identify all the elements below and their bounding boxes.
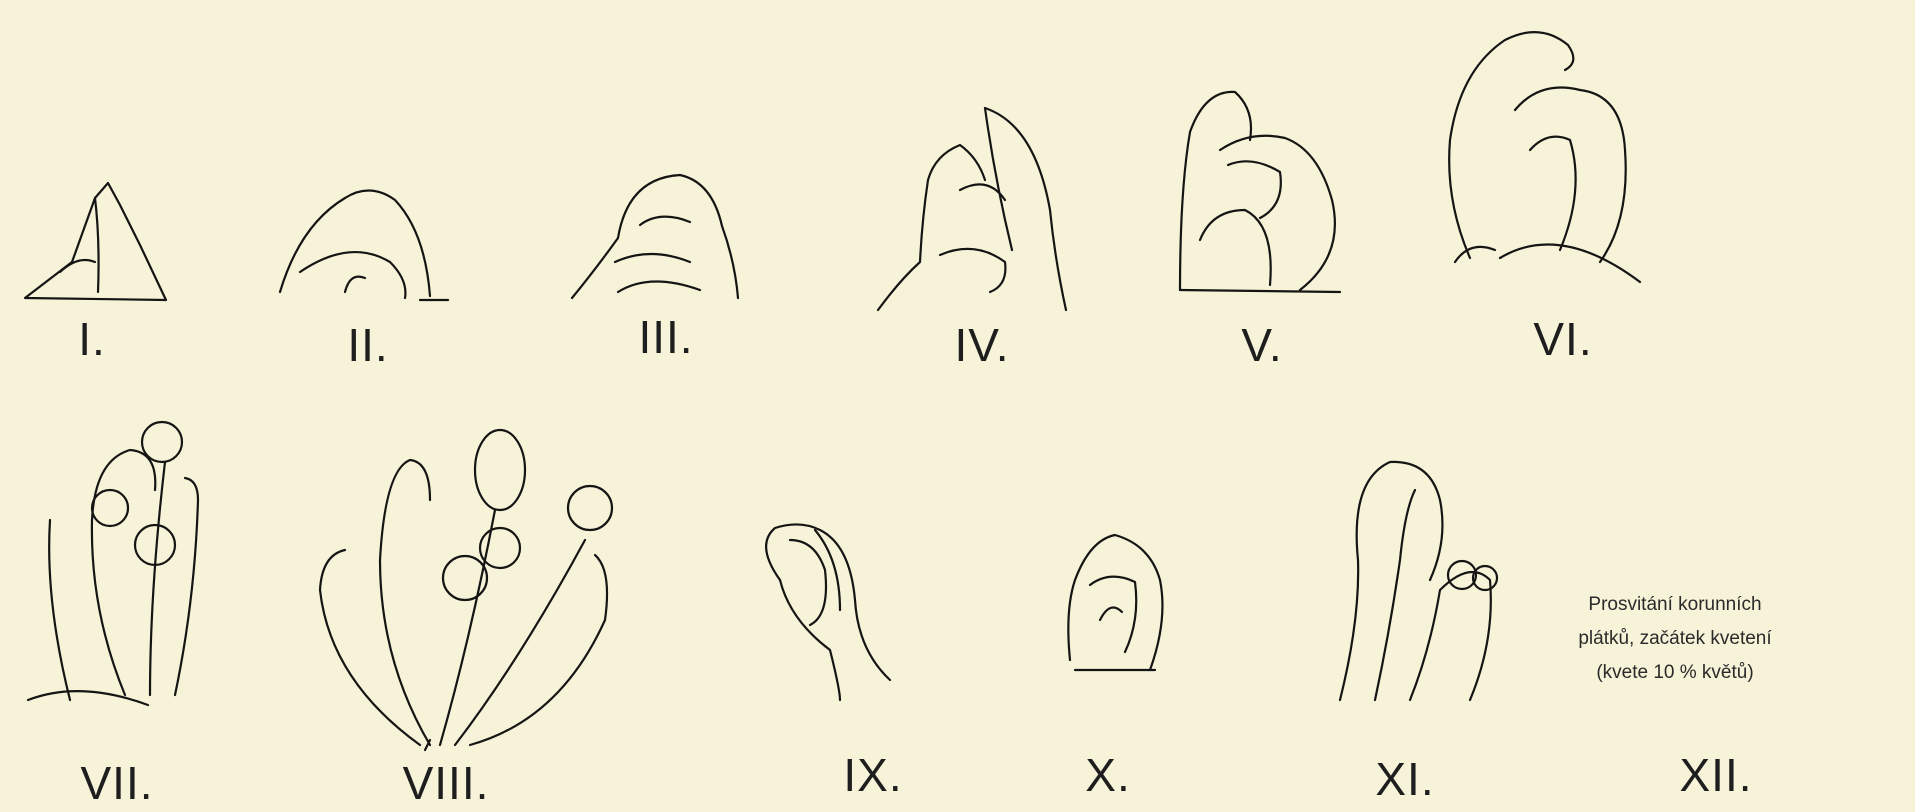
stage-label-X: X. bbox=[1085, 748, 1130, 802]
drawing-stage-III bbox=[572, 175, 738, 298]
stage-label-IV: IV. bbox=[954, 318, 1009, 372]
drawing-stage-X bbox=[1068, 535, 1162, 670]
stage-label-I: I. bbox=[78, 312, 106, 366]
stage-label-IX: IX. bbox=[843, 748, 902, 802]
drawing-stage-XI bbox=[1340, 462, 1497, 700]
stage-label-III: III. bbox=[638, 310, 693, 364]
stage-label-XI: XI. bbox=[1375, 752, 1434, 806]
note-line-1: Prosvitání korunních bbox=[1525, 588, 1825, 622]
stage-label-VII: VII. bbox=[80, 756, 153, 810]
drawing-stage-IX bbox=[766, 524, 890, 700]
note-line-3: (kvete 10 % květů) bbox=[1525, 656, 1825, 690]
note-line-2: plátků, začátek kvetení bbox=[1525, 622, 1825, 656]
stage-label-V: V. bbox=[1241, 318, 1282, 372]
stage-label-VI: VI. bbox=[1533, 312, 1592, 366]
drawing-stage-V bbox=[1180, 92, 1340, 292]
stage-label-XII: XII. bbox=[1679, 748, 1752, 802]
drawing-stage-I bbox=[25, 183, 166, 300]
drawing-stage-VIII bbox=[320, 430, 612, 750]
drawing-stage-IV bbox=[878, 108, 1066, 310]
drawing-stage-VI bbox=[1449, 32, 1640, 282]
drawing-stage-II bbox=[280, 190, 448, 300]
stage-XII-note: Prosvitání korunních plátků, začátek kve… bbox=[1525, 588, 1825, 690]
stage-label-VIII: VIII. bbox=[403, 756, 490, 810]
drawing-stage-VII bbox=[28, 422, 198, 705]
stage-label-II: II. bbox=[347, 318, 388, 372]
